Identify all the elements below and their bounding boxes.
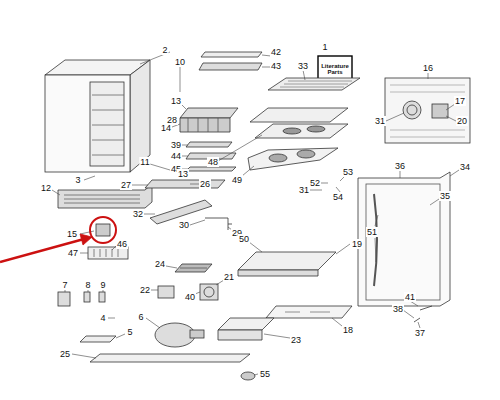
cabinet (45, 60, 150, 172)
callout-number: 26 (199, 179, 211, 189)
callout-number: 40 (184, 292, 196, 302)
callout-number: 10 (174, 57, 186, 67)
callout-number: 2 (161, 45, 168, 55)
callout-number: 8 (84, 280, 91, 290)
highlight-circle (90, 217, 116, 243)
callout-number: 27 (120, 180, 132, 190)
callout-number: 15 (66, 229, 78, 239)
callout-number: 54 (332, 192, 344, 202)
callout-number: 55 (259, 369, 271, 379)
callout-number: 35 (439, 191, 451, 201)
callout-number: 50 (238, 234, 250, 244)
callout-number: 24 (154, 259, 166, 269)
callout-number: 38 (392, 304, 404, 314)
callout-number: 37 (414, 328, 426, 338)
callout-number: 5 (126, 327, 133, 337)
callout-number: 47 (67, 248, 79, 258)
callout-number: 43 (270, 61, 282, 71)
callout-number: 21 (223, 272, 235, 282)
callout-number: 46 (116, 239, 128, 249)
callout-number: 39 (170, 140, 182, 150)
callout-number: 32 (132, 209, 144, 219)
callout-number: 9 (99, 280, 106, 290)
callout-number: 12 (40, 183, 52, 193)
callout-number: 49 (231, 175, 243, 185)
callout-number: 28 (166, 115, 178, 125)
callout-number: 11 (139, 157, 150, 167)
callout-number: 7 (61, 280, 68, 290)
callout-number: 51 (366, 227, 378, 237)
callout-number: 4 (99, 313, 106, 323)
callout-number: 41 (404, 292, 416, 302)
callout-number: 1 (321, 42, 328, 52)
callout-number: 30 (178, 220, 190, 230)
callout-number: 13 (177, 169, 189, 179)
callout-number: 53 (342, 167, 354, 177)
callout-number: 23 (290, 335, 302, 345)
callout-number: 42 (270, 47, 282, 57)
callout-number: 3 (74, 175, 81, 185)
callout-number: 44 (170, 151, 182, 161)
callout-number: 36 (394, 161, 406, 171)
callout-number: 19 (351, 239, 363, 249)
callout-number: 33 (297, 61, 309, 71)
callout-number: 34 (459, 162, 471, 172)
callout-number: 48 (207, 157, 219, 167)
callout-number: 18 (342, 325, 354, 335)
callout-number: 20 (456, 116, 468, 126)
pointer-arrow (0, 234, 92, 262)
callout-number: 25 (59, 349, 71, 359)
callout-number: 52 (309, 178, 321, 188)
callout-number: 22 (139, 285, 151, 295)
callout-number: 6 (137, 312, 144, 322)
book-title: Literature Parts (320, 63, 350, 75)
callout-number: 31 (374, 116, 386, 126)
callout-number: 16 (422, 63, 434, 73)
callout-number: 13 (170, 96, 182, 106)
leader-lines (52, 52, 459, 375)
callout-number: 17 (454, 96, 466, 106)
